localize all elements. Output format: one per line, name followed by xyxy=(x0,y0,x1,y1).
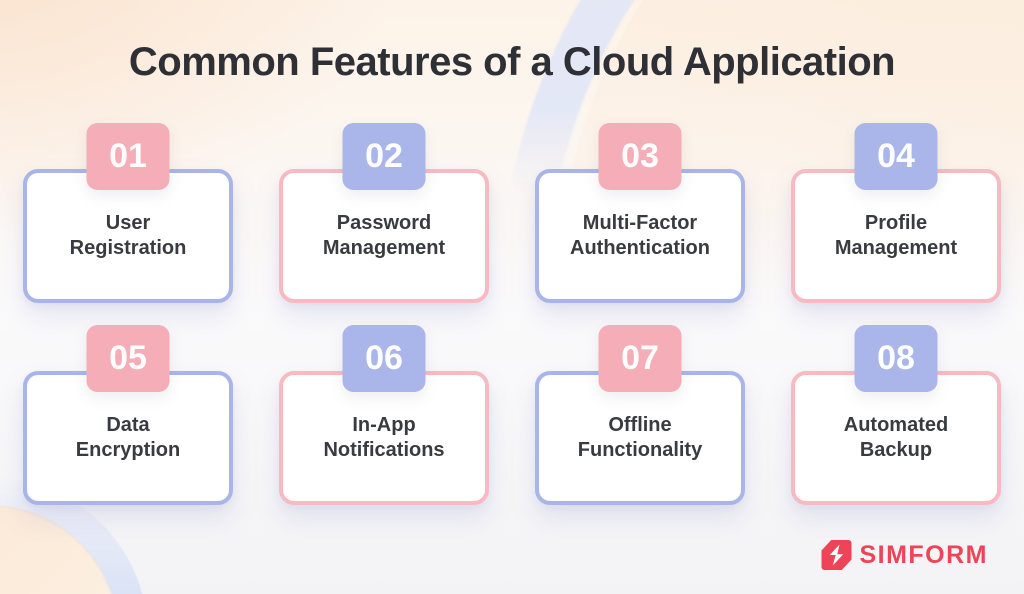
feature-label: User Registration xyxy=(69,212,187,259)
card-row-2: 05 Data Encryption 06 In-App Notificatio… xyxy=(0,325,1024,505)
feature-card-05: 05 Data Encryption xyxy=(23,325,233,505)
feature-panel: User Registration xyxy=(23,169,233,303)
simform-logo-icon xyxy=(821,540,852,570)
feature-label: Multi-Factor Authentication xyxy=(570,212,710,259)
feature-label: Offline Functionality xyxy=(577,414,703,461)
feature-label: Password Management xyxy=(322,212,446,259)
number-badge: 08 xyxy=(854,325,938,392)
number-badge: 03 xyxy=(598,123,682,190)
page-title: Common Features of a Cloud Application xyxy=(128,40,896,84)
feature-card-06: 06 In-App Notifications xyxy=(279,325,489,505)
brand-name: SIMFORM xyxy=(859,540,988,569)
number-badge: 07 xyxy=(598,325,682,392)
feature-card-08: 08 Automated Backup xyxy=(791,325,1001,505)
number-badge: 04 xyxy=(854,123,938,190)
number-badge: 05 xyxy=(86,325,170,392)
card-row-1: 01 User Registration 02 Password Managem… xyxy=(0,123,1024,303)
feature-card-03: 03 Multi-Factor Authentication xyxy=(535,123,745,303)
feature-card-04: 04 Profile Management xyxy=(791,123,1001,303)
number-badge: 01 xyxy=(86,123,170,190)
feature-card-01: 01 User Registration xyxy=(23,123,233,303)
feature-label: In-App Notifications xyxy=(323,414,445,461)
feature-label: Automated Backup xyxy=(843,414,949,461)
peach-blob-decoration xyxy=(0,505,120,594)
feature-card-07: 07 Offline Functionality xyxy=(535,325,745,505)
feature-label: Data Encryption xyxy=(75,414,181,461)
brand-logo: SIMFORM xyxy=(821,540,988,570)
feature-panel: Profile Management xyxy=(791,169,1001,303)
feature-label: Profile Management xyxy=(834,212,958,259)
feature-card-02: 02 Password Management xyxy=(279,123,489,303)
number-badge: 02 xyxy=(342,123,426,190)
number-badge: 06 xyxy=(342,325,426,392)
